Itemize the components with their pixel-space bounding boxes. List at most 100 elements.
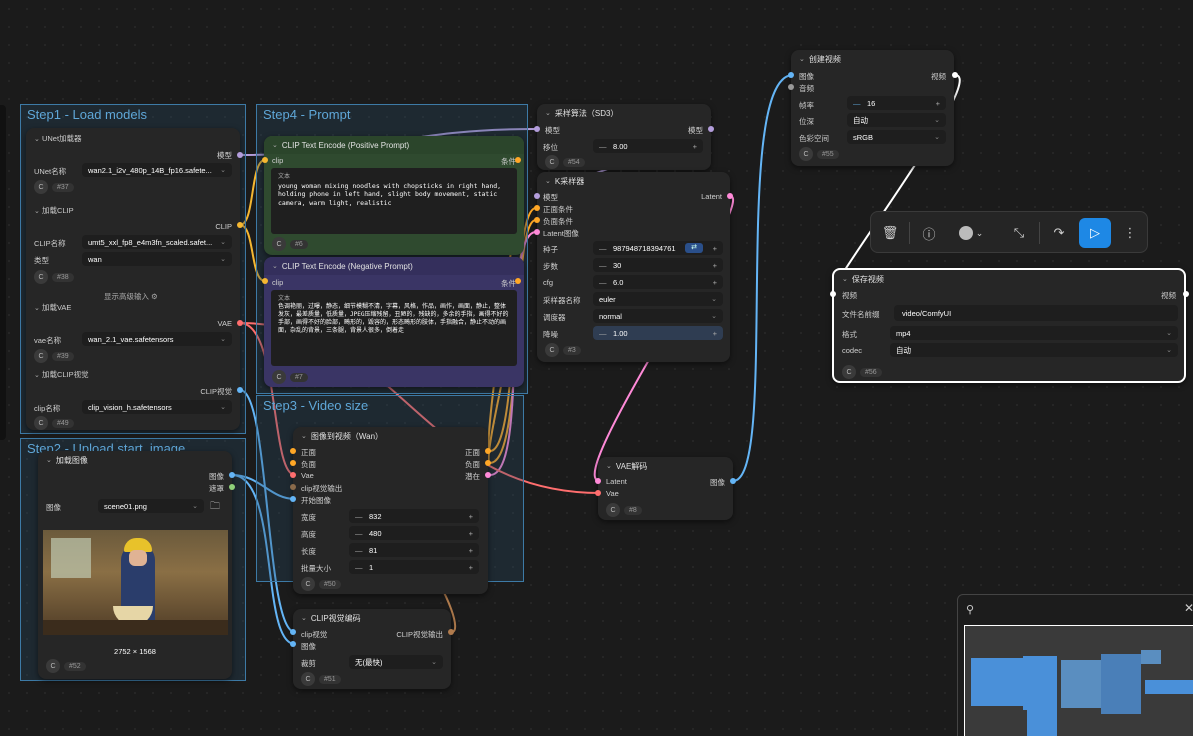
neg-cond-dot[interactable]	[515, 278, 521, 284]
image-to-video-node[interactable]: ⌄图像到视频（Wan） 正面 负面 Vae clip视觉输出 开始图像 正面 负…	[293, 427, 488, 594]
node-header[interactable]: ⌄CLIP Text Encode (Negative Prompt)	[264, 257, 524, 275]
video-output[interactable]: 视频	[1161, 291, 1176, 300]
negative-input[interactable]: 负面	[301, 460, 316, 469]
i2v-pos-out-dot[interactable]	[485, 448, 491, 454]
node-header[interactable]: ⌄采样算法（SD3）	[545, 108, 619, 118]
models-panel[interactable]: ⌄ UNet加载器 模型 UNet名称 wan2.1_i2v_480p_14B_…	[26, 128, 240, 430]
clipvision-loader-title[interactable]: ⌄ 加载CLIP视觉	[34, 370, 89, 379]
vd-latent-dot[interactable]	[595, 478, 601, 484]
minus-icon[interactable]: —	[599, 277, 607, 287]
ks-pos-dot[interactable]	[534, 205, 540, 211]
i2v-img-in-dot[interactable]	[290, 496, 296, 502]
plus-icon[interactable]: +	[468, 545, 473, 555]
info-icon[interactable]: ⓘ	[922, 226, 936, 242]
width-stepper[interactable]: —832+	[349, 509, 479, 523]
pos-cond-dot[interactable]	[515, 157, 521, 163]
color-picker-button[interactable]: ⌄	[953, 223, 989, 243]
mask-output[interactable]: 遮罩	[209, 484, 224, 493]
positive-input[interactable]: 正面条件	[543, 205, 573, 214]
vae-input[interactable]: Vae	[301, 471, 314, 480]
vae-name-select[interactable]: wan_2.1_vae.safetensors⌄	[82, 332, 232, 346]
batch-stepper[interactable]: —1+	[349, 560, 479, 574]
cfg-stepper[interactable]: —6.0+	[593, 275, 723, 289]
save-video-node[interactable]: ⌄保存视频 视频 视频 文件名前缀 video/ComfyUI 格式 mp4⌄ …	[832, 268, 1186, 383]
i2v-neg-in-dot[interactable]	[290, 460, 296, 466]
upload-folder-icon[interactable]: 🗀	[210, 501, 220, 512]
positive-prompt-node[interactable]: ⌄CLIP Text Encode (Positive Prompt) clip…	[264, 136, 524, 255]
minus-icon[interactable]: —	[853, 98, 861, 108]
unet-output-dot[interactable]	[237, 152, 243, 158]
pos-clip-dot[interactable]	[262, 157, 268, 163]
ks-neg-dot[interactable]	[534, 217, 540, 223]
clipvision-output-dot[interactable]	[237, 387, 243, 393]
negative-input[interactable]: 负面条件	[543, 217, 573, 226]
minus-icon[interactable]: —	[599, 328, 607, 338]
collapse-icon[interactable]: ⤡	[1013, 225, 1025, 240]
minus-icon[interactable]: —	[599, 243, 607, 253]
image-input[interactable]: 图像	[301, 642, 316, 651]
node-header[interactable]: ⌄CLIP Text Encode (Positive Prompt)	[264, 136, 524, 154]
image-output[interactable]: 图像	[209, 472, 224, 481]
start-image-input[interactable]: 开始图像	[301, 496, 331, 505]
plus-icon[interactable]: +	[935, 98, 940, 108]
positive-output[interactable]: 正面	[465, 448, 480, 457]
cve-out-dot[interactable]	[448, 629, 454, 635]
plus-icon[interactable]: +	[468, 562, 473, 572]
length-stepper[interactable]: —81+	[349, 543, 479, 557]
clipvision-input[interactable]: clip视觉输出	[301, 484, 343, 493]
minimap-settings-icon[interactable]: ⚲	[966, 604, 975, 616]
ksampler-node[interactable]: ⌄K采样器 模型 Latent 正面条件 负面条件 Latent图像 种子 —9…	[537, 172, 730, 362]
vd-vae-dot[interactable]	[595, 490, 601, 496]
model-input[interactable]: 模型	[545, 126, 560, 135]
clipvision-name-select[interactable]: clip_vision_h.safetensors⌄	[82, 400, 232, 414]
cv-image-dot[interactable]	[788, 72, 794, 78]
model-input[interactable]: 模型	[543, 193, 558, 202]
seed-stepper[interactable]: —987948718394761⇄+	[593, 241, 723, 255]
cond-output[interactable]: 条件	[501, 279, 516, 288]
clip-input[interactable]: clip	[272, 156, 284, 165]
image-input[interactable]: 图像	[799, 72, 814, 81]
format-select[interactable]: mp4⌄	[890, 326, 1178, 340]
vae-input[interactable]: Vae	[606, 489, 619, 498]
load-image-node[interactable]: ⌄加载图像 图像 遮罩 图像 scene01.png⌄ 🗀 2752 × 156…	[38, 451, 232, 679]
randomize-icon[interactable]: ⇄	[685, 243, 703, 253]
negative-output[interactable]: 负面	[465, 460, 480, 469]
colorspace-select[interactable]: sRGB⌄	[847, 130, 946, 144]
neg-clip-dot[interactable]	[262, 278, 268, 284]
plus-icon[interactable]: +	[712, 260, 717, 270]
vae-output[interactable]: VAE	[217, 319, 232, 328]
node-header[interactable]: ⌄CLIP视觉编码	[301, 613, 361, 623]
crop-select[interactable]: 无(最快)⌄	[349, 655, 443, 669]
node-header[interactable]: ⌄K采样器	[545, 176, 585, 186]
plus-icon[interactable]: +	[692, 141, 697, 151]
image-output[interactable]: 图像	[710, 478, 725, 487]
create-video-node[interactable]: ⌄创建视频 图像 音频 视频 帧率 —16+ 位深 自动⌄ 色彩空间 sRGB⌄…	[791, 50, 954, 166]
cve-clipv-in-dot[interactable]	[290, 629, 296, 635]
clipvision-input[interactable]: clip视觉	[301, 630, 328, 639]
i2v-neg-out-dot[interactable]	[485, 460, 491, 466]
clip-type-select[interactable]: wan⌄	[82, 252, 232, 266]
negative-prompt-textarea[interactable]: 文本色调艳丽，过曝，静态，细节模糊不清，字幕，风格，作品，画作，画面，静止，整体…	[271, 290, 517, 366]
negative-prompt-node[interactable]: ⌄CLIP Text Encode (Negative Prompt) clip…	[264, 257, 524, 387]
prefix-input[interactable]: video/ComfyUI	[894, 305, 1178, 321]
ks-model-dot[interactable]	[534, 193, 540, 199]
trash-icon[interactable]: 🗑	[881, 225, 899, 240]
i2v-clipv-in-dot[interactable]	[290, 484, 296, 490]
vd-image-dot[interactable]	[730, 478, 736, 484]
video-input[interactable]: 视频	[842, 291, 857, 300]
cond-output[interactable]: 条件	[501, 157, 516, 166]
i2v-pos-in-dot[interactable]	[290, 448, 296, 454]
cv-video-dot[interactable]	[952, 72, 958, 78]
codec-select[interactable]: 自动⌄	[890, 343, 1178, 357]
sd3-model-out-dot[interactable]	[708, 126, 714, 132]
minus-icon[interactable]: —	[355, 511, 363, 521]
clip-name-select[interactable]: umt5_xxl_fp8_e4m3fn_scaled.safet...⌄	[82, 235, 232, 249]
show-advanced-inputs[interactable]: 显示高级输入 ⚙	[104, 292, 158, 301]
clip-output[interactable]: CLIP	[215, 222, 232, 231]
clip-output-dot[interactable]	[237, 222, 243, 228]
unet-output[interactable]: 模型	[217, 151, 232, 160]
minus-icon[interactable]: —	[355, 562, 363, 572]
bitdepth-select[interactable]: 自动⌄	[847, 113, 946, 127]
minimap-close-icon[interactable]: ✕	[1184, 601, 1193, 615]
